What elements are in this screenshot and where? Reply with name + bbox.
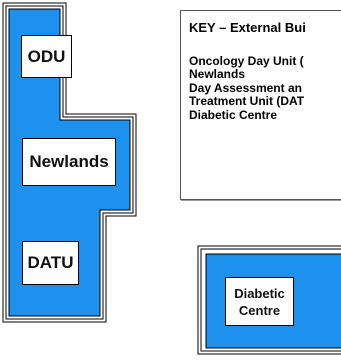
newlands-label[interactable]: Newlands <box>22 138 116 186</box>
diabetic-label-line1: Diabetic <box>234 285 285 301</box>
key-item-newlands: Newlands <box>189 67 246 81</box>
key-legend: KEY – External Bui Oncology Day Unit ( N… <box>180 10 341 200</box>
diabetic-label-line2: Centre <box>238 302 281 318</box>
datu-label[interactable]: DATU <box>22 241 79 285</box>
key-item-day-assessment: Day Assessment an <box>189 81 302 95</box>
key-item-treatment-unit: Treatment Unit (DAT <box>189 94 305 108</box>
key-item-diabetic: Diabetic Centre <box>189 108 278 122</box>
key-item-oncology: Oncology Day Unit ( <box>189 54 304 68</box>
diabetic-centre-label[interactable]: Diabetic Centre <box>225 277 294 326</box>
key-title: KEY – External Bui <box>189 20 306 35</box>
odu-label[interactable]: ODU <box>21 35 72 78</box>
